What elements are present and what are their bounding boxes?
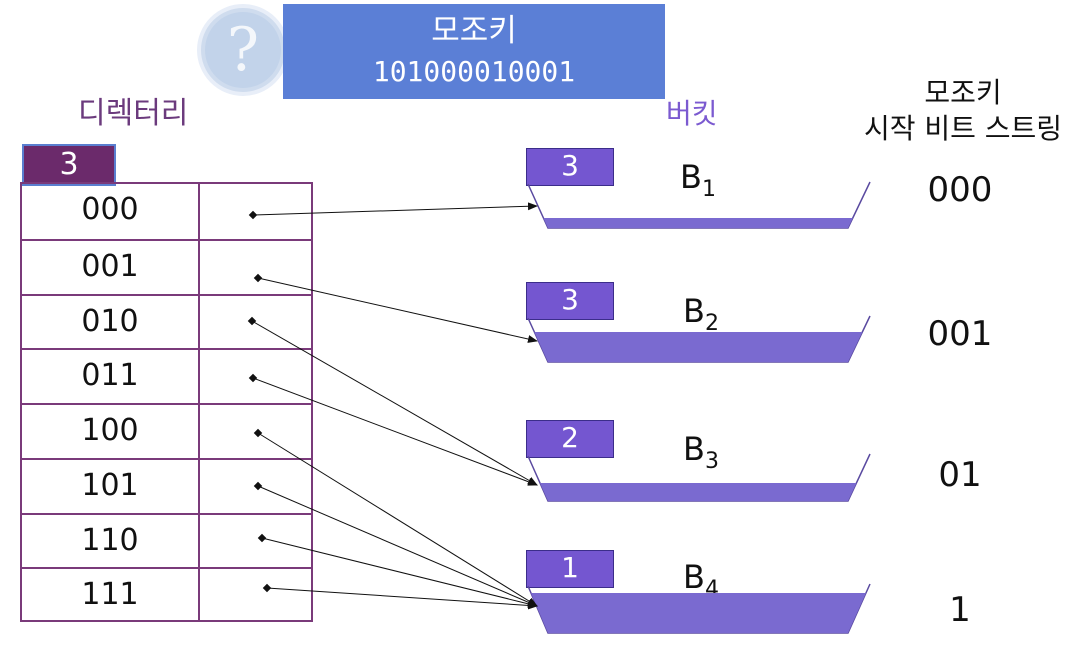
buckets-label: 버킷 (666, 97, 718, 130)
pointer-arrow (257, 485, 538, 607)
directory-label: 디렉터리 (78, 96, 189, 131)
question-icon: ? (197, 4, 289, 96)
pointer-arrow (257, 277, 538, 343)
directory-row: 000 (22, 184, 311, 239)
directory-key: 100 (22, 405, 200, 458)
bucket-fill (534, 332, 863, 362)
bucket-fill (530, 593, 866, 633)
directory-row: 100 (22, 403, 311, 458)
directory-row: 111 (22, 567, 311, 622)
bucket-prefix: 1 (949, 590, 971, 630)
directory-key: 000 (22, 184, 200, 239)
svg-text:?: ? (227, 15, 259, 85)
pointer-arrow (266, 587, 538, 610)
bucket-fill (540, 483, 857, 501)
global-depth-badge: 3 (22, 144, 116, 186)
local-depth-badge: 1 (526, 550, 614, 588)
pointer-arrow (252, 377, 538, 486)
directory-row: 001 (22, 238, 311, 294)
directory-key: 111 (22, 569, 200, 622)
pointer-arrow (261, 537, 538, 608)
directory-key: 010 (22, 295, 200, 349)
bucket-fill (543, 218, 853, 228)
directory-row: 101 (22, 457, 311, 513)
prefix-header: 모조키 시작 비트 스트링 (848, 75, 1078, 147)
prefix-header-line1: 모조키 (924, 76, 1002, 109)
search-key-label: 모조키 (431, 13, 517, 49)
directory-key: 101 (22, 459, 200, 513)
directory-row: 110 (22, 512, 311, 568)
bucket-prefix: 01 (938, 455, 982, 495)
directory-row: 011 (22, 348, 311, 403)
bucket-name: B1 (680, 158, 716, 202)
bucket-name: B3 (683, 430, 719, 474)
bucket-prefix: 000 (927, 170, 993, 210)
directory-key: 011 (22, 350, 200, 403)
bucket-prefix: 001 (927, 314, 993, 354)
pointer-arrow (257, 432, 538, 607)
directory-key: 001 (22, 240, 200, 294)
prefix-header-line2: 시작 비트 스트링 (863, 112, 1063, 145)
local-depth-badge: 2 (526, 420, 614, 458)
local-depth-badge: 3 (526, 148, 614, 186)
pointer-arrow (252, 202, 538, 216)
search-key-bits: 101000010001 (372, 55, 576, 88)
bucket-name: B2 (683, 292, 719, 336)
directory-row: 010 (22, 293, 311, 349)
directory-key: 110 (22, 514, 200, 568)
search-key-box: 모조키 101000010001 (283, 4, 665, 99)
pointer-arrow (251, 320, 538, 486)
local-depth-badge: 3 (526, 282, 614, 320)
